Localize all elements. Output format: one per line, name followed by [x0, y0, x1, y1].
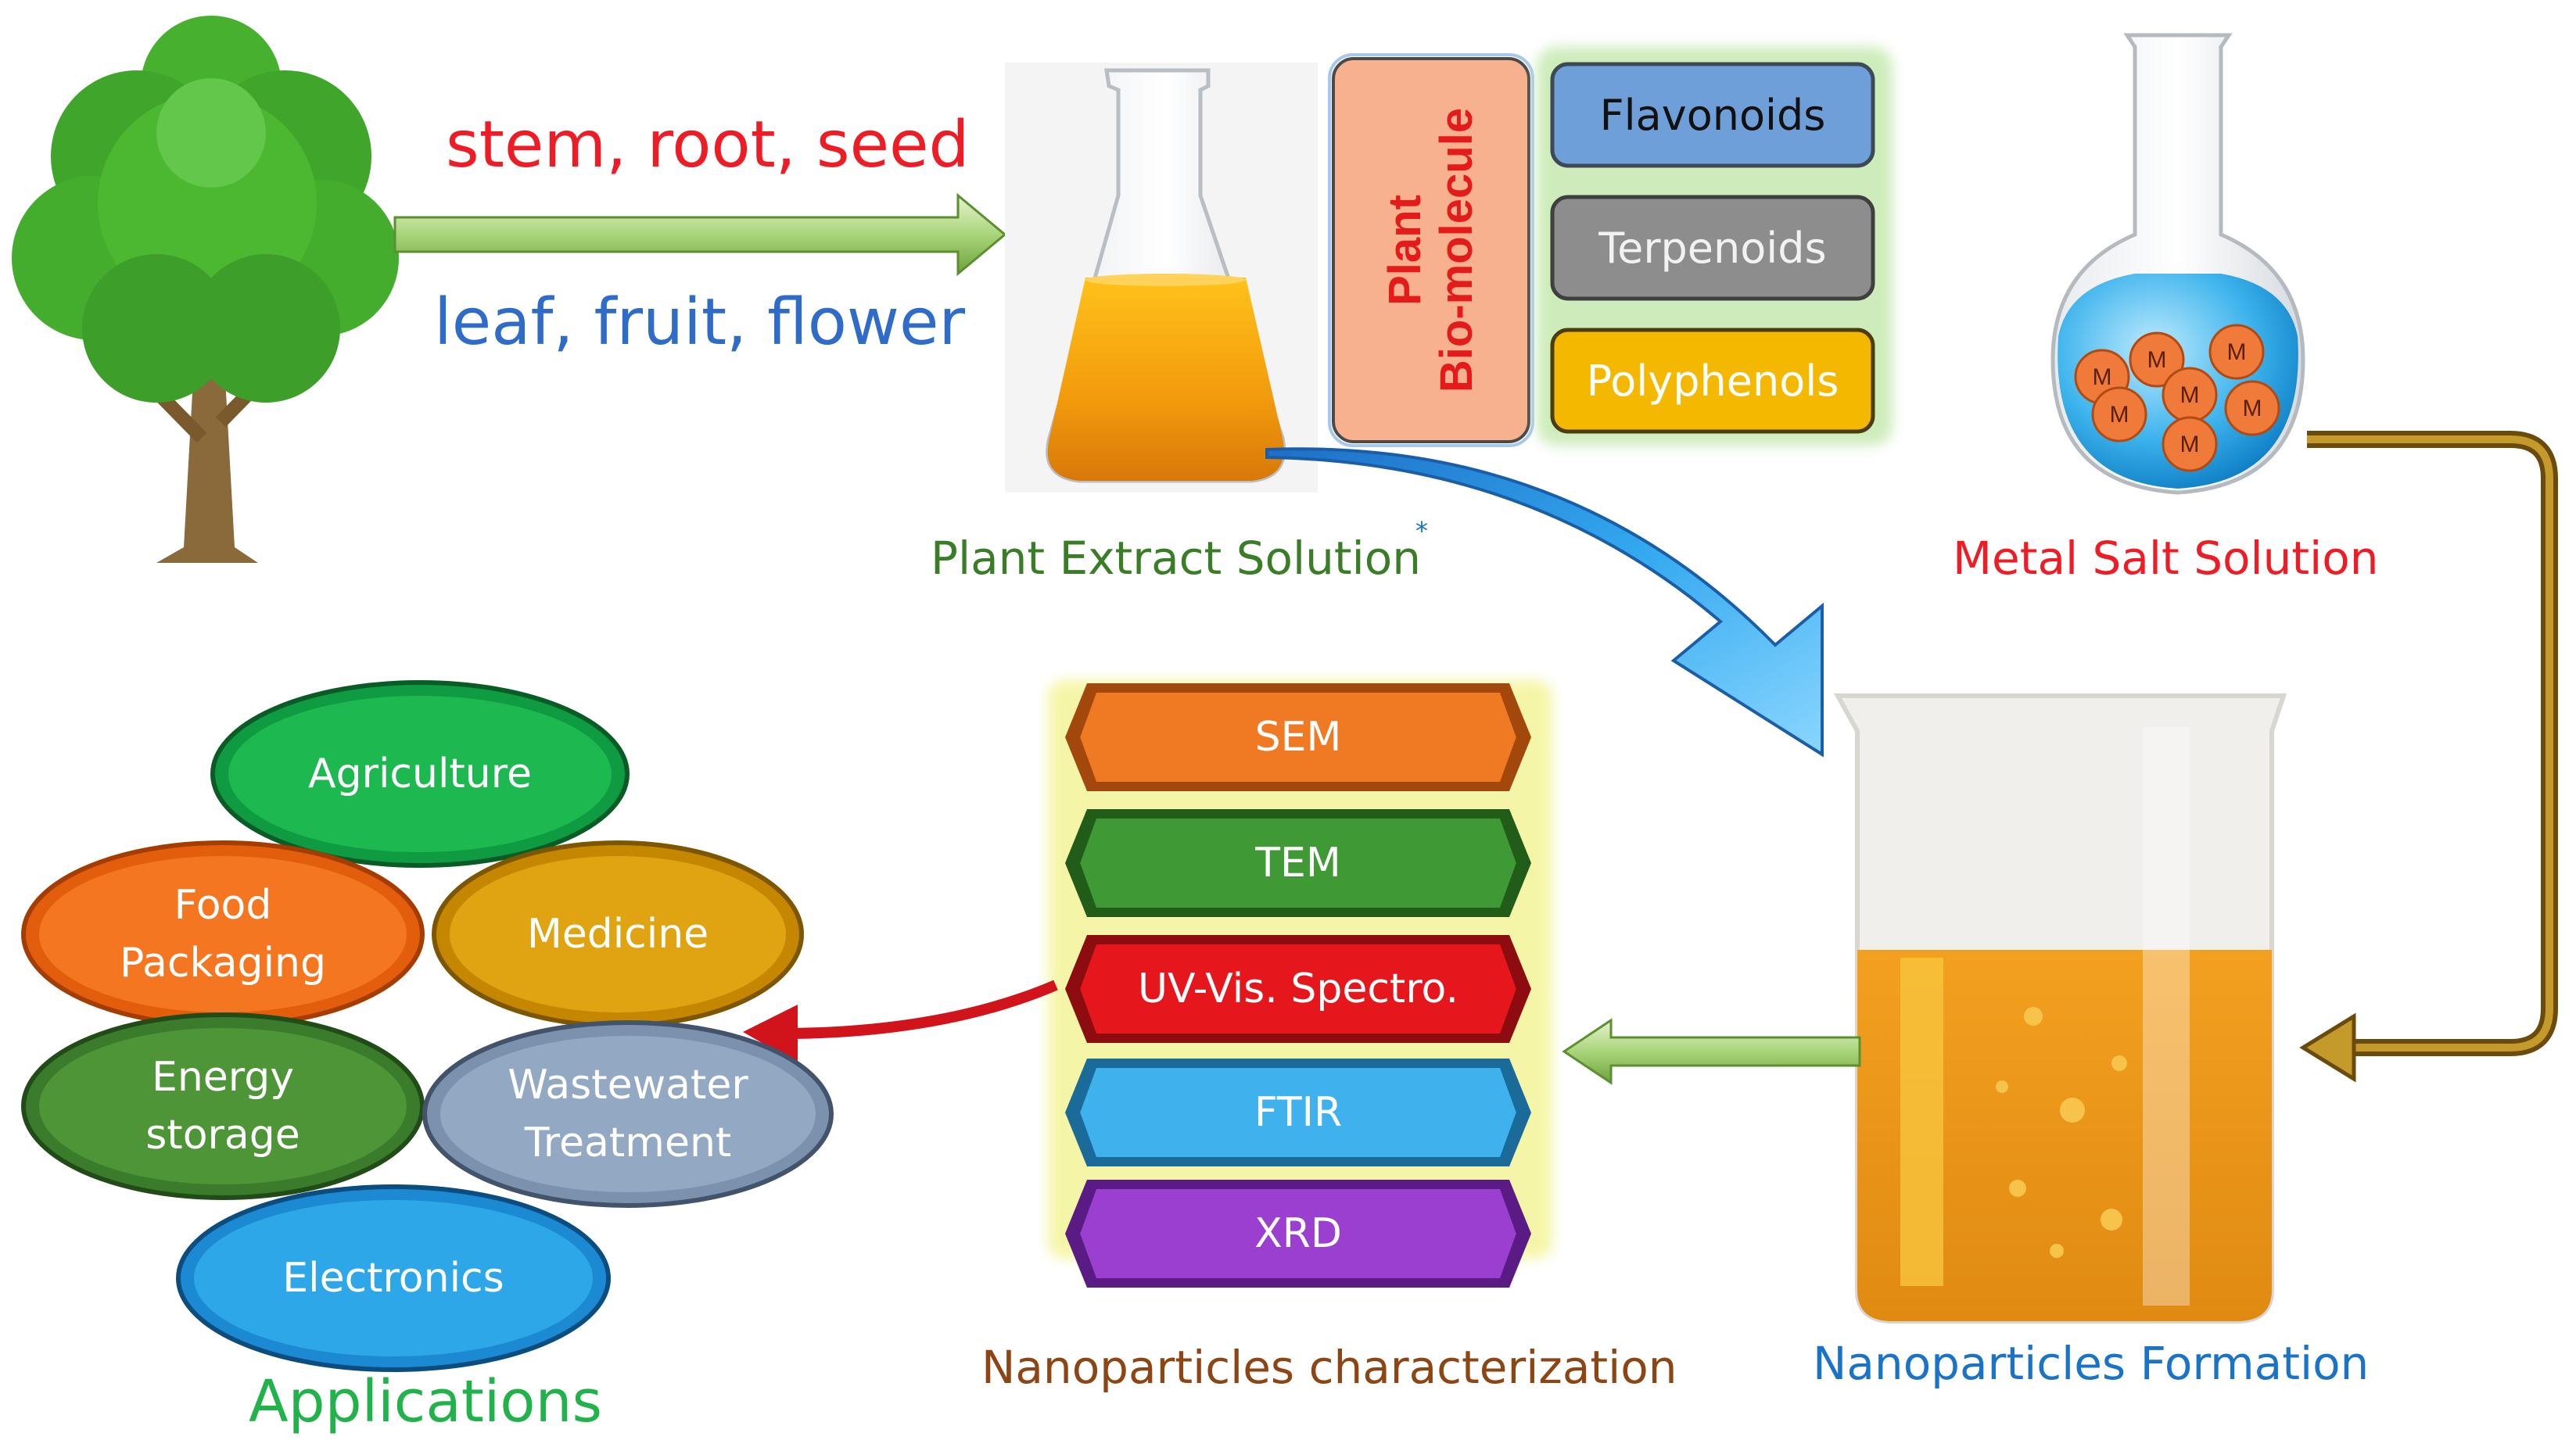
wastewater-label: Wastewater Treatment [468, 1052, 788, 1177]
sem-label: SEM [1254, 714, 1342, 761]
asterisk-mark: * [1415, 516, 1428, 546]
characterization-stack [1065, 683, 1531, 1288]
tree-illustration [12, 16, 399, 563]
ftir-bar-face [1080, 1068, 1516, 1157]
food-packaging-line1: Food [174, 882, 272, 929]
xrd-bar-face [1080, 1189, 1516, 1278]
agriculture-label: Agriculture [308, 751, 532, 797]
source-arrow [393, 192, 1007, 277]
tem-bar-face [1080, 819, 1516, 908]
applications-cluster [21, 680, 834, 1372]
metal-ion [2091, 386, 2147, 442]
energy-storage-line2: storage [145, 1112, 300, 1159]
energy-storage-line1: Energy [151, 1054, 295, 1101]
food-packaging-label: Food Packaging [66, 872, 379, 997]
application-arrow [789, 980, 1058, 1039]
terpenoids-pill [1550, 195, 1875, 301]
flavonoids-pill [1550, 62, 1875, 168]
metal-salt-label: Metal Salt Solution [1953, 532, 2379, 585]
medicine-label: Medicine [526, 911, 709, 958]
formation-label: Nanoparticles Formation [1813, 1337, 2370, 1390]
nanoparticle-beaker [1833, 693, 2287, 1324]
metal-arrow-shaft [2307, 431, 2558, 1056]
wastewater-line1: Wastewater [508, 1062, 748, 1109]
metal-ion [2162, 416, 2218, 472]
extract-arrow [1265, 447, 1824, 758]
food-packaging-line2: Packaging [120, 940, 326, 987]
sem-bar-face [1080, 693, 1516, 782]
metal-ion [2224, 380, 2280, 436]
ftir-label: FTIR [1254, 1089, 1343, 1136]
metal-ion-symbol: M [2180, 382, 2200, 408]
flavonoids-label: Flavonoids [1599, 90, 1826, 140]
source-parts-bottom: leaf, fruit, flower [434, 285, 966, 360]
tem-label: TEM [1255, 840, 1341, 887]
xrd-label: XRD [1254, 1210, 1342, 1257]
electronics-label: Electronics [282, 1255, 504, 1302]
wastewater-line2: Treatment [524, 1120, 732, 1166]
polyphenols-pill [1550, 328, 1875, 434]
metal-ion-symbol: M [2147, 347, 2167, 373]
metal-ion-symbol: M [2243, 396, 2262, 421]
uv-vis-bar-face [1080, 944, 1516, 1034]
metal-ion-symbol: M [2093, 364, 2112, 390]
plant-extract-label: Plant Extract Solution [931, 532, 1422, 585]
metal-ion [2208, 324, 2265, 380]
metal-ion-symbol: M [2110, 402, 2129, 428]
applications-label: Applications [249, 1368, 603, 1435]
energy-storage-label: Energy storage [66, 1044, 379, 1169]
metal-ion [2129, 331, 2185, 388]
characterization-label: Nanoparticles characterization [981, 1341, 1677, 1394]
terpenoids-label: Terpenoids [1598, 223, 1827, 273]
uv-vis-label: UV-Vis. Spectro. [1138, 966, 1458, 1012]
formation-arrow [1562, 1018, 1861, 1085]
metal-ion-symbol: M [2180, 432, 2200, 457]
biomolecule-box [1332, 57, 1530, 443]
source-parts-top: stem, root, seed [446, 108, 970, 182]
polyphenols-label: Polyphenols [1586, 356, 1839, 406]
metal-arrow-head [2299, 1012, 2356, 1083]
biomolecule-title-line1: Plant [1379, 195, 1430, 306]
metal-ion-symbol: M [2227, 339, 2247, 365]
plant-extract-flask [1005, 63, 1318, 493]
biomolecule-title-line2: Bio-molecule [1431, 107, 1482, 393]
